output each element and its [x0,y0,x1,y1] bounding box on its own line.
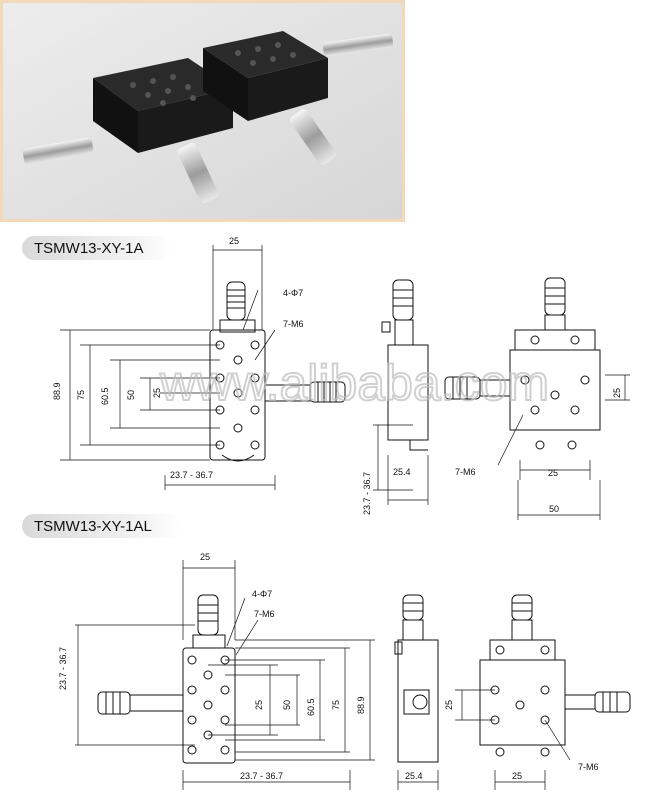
s1-dim-travel-y: 23.7 - 36.7 [362,472,372,515]
model-label-1al: TSMW13-XY-1AL [22,514,182,538]
stage-photo-drawing [3,3,402,219]
s2-dim-threads-b: 7-M6 [578,762,599,772]
s2-dim-front-25: 25 [512,771,522,781]
watermark: www.alibaba.com [159,355,549,411]
s2-side-view [394,594,439,790]
s2-dim-v25: 25 [254,700,264,710]
s2-dim-travel-x: 23.7 - 36.7 [240,771,283,781]
s1-dim-h-75: 75 [76,390,86,400]
s1-side-view [373,279,429,505]
s1-front-view [444,277,630,520]
s2-front-view [455,594,631,790]
model-label-1al-text: TSMW13-XY-1AL [34,517,152,535]
s2-dim-v50: 50 [282,700,292,710]
s1-top-view [209,281,346,462]
s1-dim-holes: 4-Φ7 [283,288,303,298]
s1-dim-h-outer: 88.9 [52,382,62,400]
s1-dim-h-605: 60.5 [100,387,110,405]
s2-dim-travel-y: 23.7 - 36.7 [58,647,68,690]
model-label-1a: TSMW13-XY-1A [22,236,172,260]
s2-dim-v889: 88.9 [356,696,366,714]
s2-dim-front-h25: 25 [444,700,454,710]
model-label-1a-text: TSMW13-XY-1A [34,239,144,257]
s2-dim-v75: 75 [331,700,341,710]
s1-dim-side-w: 25.4 [393,467,411,477]
s1-dim-travel-x: 23.7 - 36.7 [170,470,213,480]
s2-dim-v605: 60.5 [306,698,316,716]
s2-dim-side-w: 25.4 [405,771,423,781]
s1-dim-front-50: 50 [549,504,559,514]
s1-dim-front-25: 25 [548,468,558,478]
product-photo [0,0,405,222]
s1-dim-top-width: 25 [229,236,239,246]
s1-dim-threads-a: 7-M6 [283,319,304,329]
s1-dim-h-50: 50 [126,390,136,400]
s2-dim-threads-a: 7-M6 [254,609,275,619]
s1-dim-h-25: 25 [152,388,162,398]
s1-dim-threads-b: 7-M6 [455,467,476,477]
s1-dim-front-h25: 25 [612,388,622,398]
s2-dim-top-width: 25 [200,552,210,562]
s2-dim-holes: 4-Φ7 [252,589,272,599]
s2-top-view [97,594,236,764]
